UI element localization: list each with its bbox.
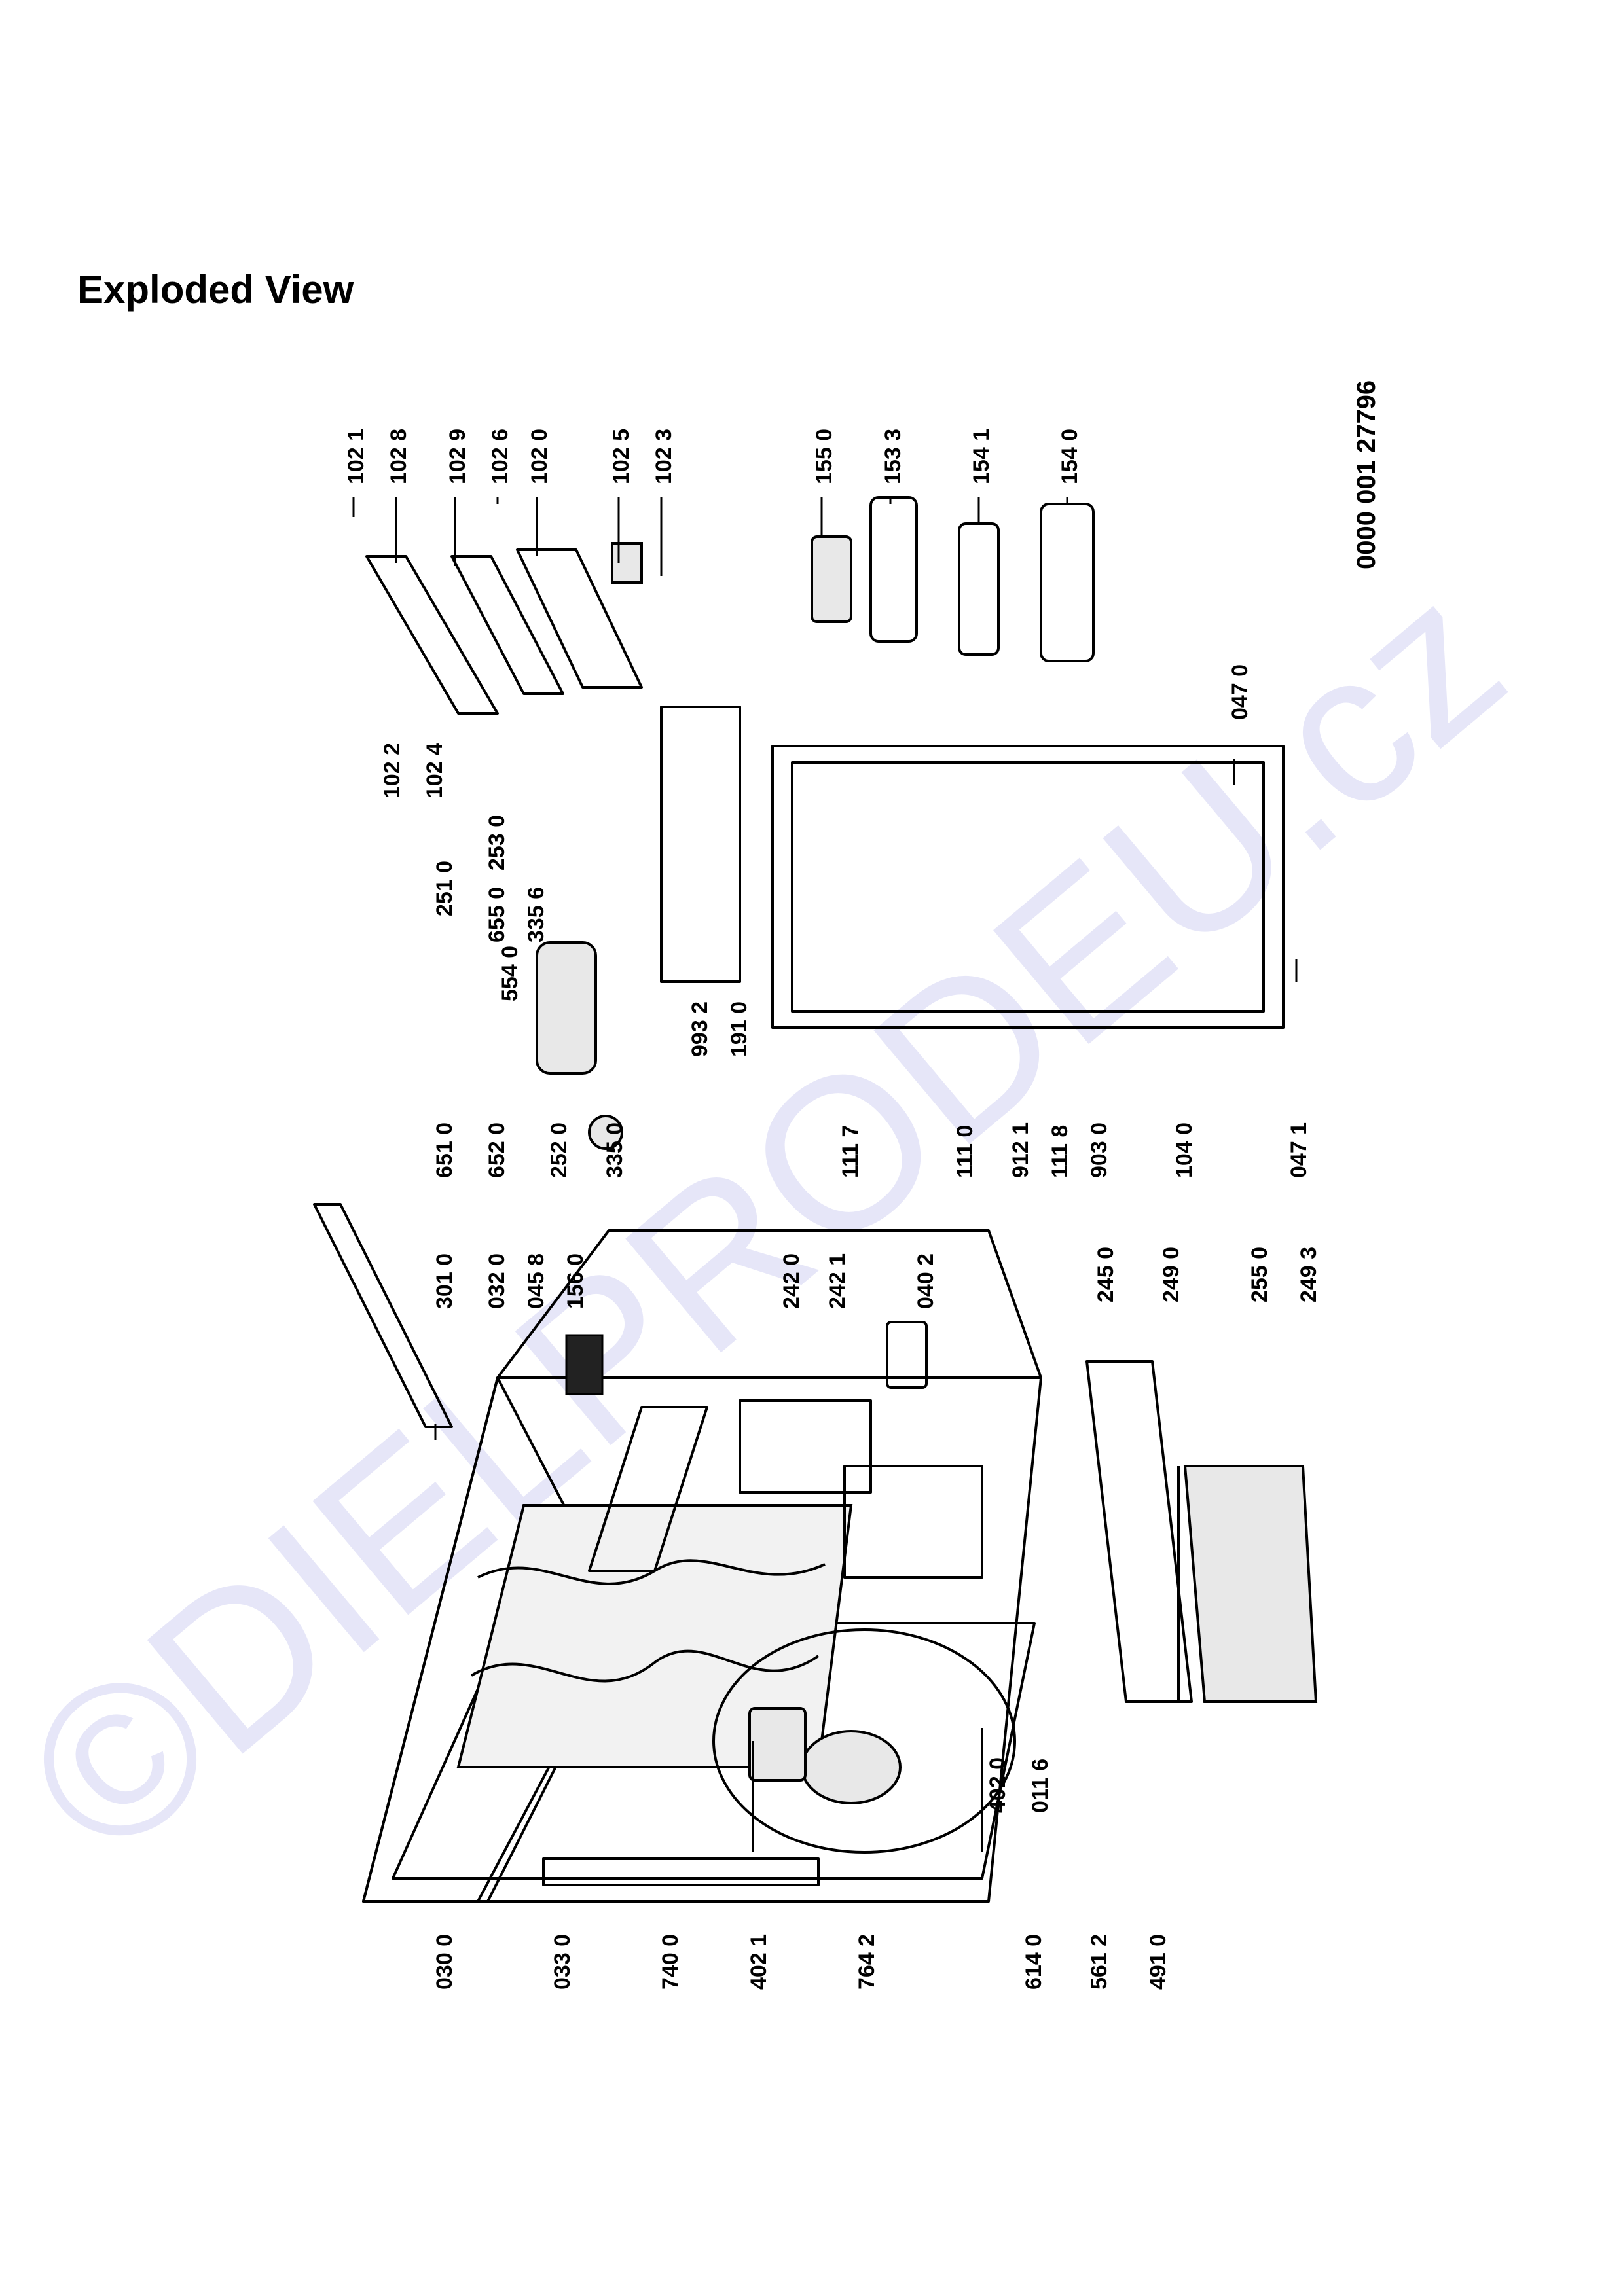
part-label: 249 0 [1159, 1247, 1184, 1302]
drawing-number: 0000 001 27796 [1352, 380, 1381, 569]
part-label: 245 0 [1093, 1247, 1118, 1302]
part-label: 102 0 [527, 429, 552, 484]
part-label: 655 0 [484, 887, 509, 942]
door-drawing [660, 706, 1285, 1029]
part-label: 491 0 [1146, 1934, 1171, 1990]
part-label: 111 8 [1048, 1125, 1072, 1178]
part-label: 102 1 [344, 429, 369, 484]
part-label: 102 2 [380, 743, 405, 798]
part-label: 191 0 [727, 1001, 752, 1057]
part-label: 047 1 [1286, 1122, 1311, 1178]
part-label: 740 0 [658, 1934, 683, 1990]
part-label: 154 0 [1057, 429, 1082, 484]
part-label: 554 0 [498, 946, 522, 1001]
page-title: Exploded View [77, 268, 354, 312]
part-label: 255 0 [1247, 1247, 1272, 1302]
part-label: 251 0 [432, 861, 457, 916]
door-shelves-drawing [811, 496, 1095, 662]
part-label: 253 0 [484, 815, 509, 870]
leader-lines [352, 497, 1298, 1852]
part-label: 561 2 [1087, 1934, 1112, 1990]
part-label: 614 0 [1021, 1934, 1046, 1990]
part-label: 242 1 [825, 1253, 850, 1309]
cabinet-drawing [362, 1229, 1042, 1903]
control-box-drawing [536, 941, 597, 1075]
part-label: 040 2 [913, 1253, 938, 1309]
part-label: 102 6 [488, 429, 513, 484]
knob-drawing [588, 1115, 623, 1150]
part-label: 301 0 [432, 1253, 457, 1309]
part-label: 153 3 [881, 429, 905, 484]
part-label: 252 0 [547, 1122, 572, 1178]
part-label: 030 0 [432, 1934, 457, 1990]
part-label: 111 7 [838, 1125, 863, 1178]
part-label: 651 0 [432, 1122, 457, 1178]
part-label: 102 9 [445, 429, 470, 484]
part-label: 102 4 [422, 743, 447, 798]
part-labels: 102 1 102 8 102 9 102 6 102 0 102 5 102 … [344, 429, 1321, 1990]
part-label: 155 0 [812, 429, 837, 484]
part-label: 764 2 [854, 1934, 879, 1990]
part-label: 912 1 [1008, 1122, 1033, 1178]
part-label: 102 5 [609, 429, 634, 484]
part-label: 011 6 [1028, 1759, 1053, 1813]
part-label: 104 0 [1172, 1122, 1197, 1178]
wire-shelf-drawing [1085, 1360, 1193, 1703]
part-label: 156 0 [563, 1253, 588, 1309]
part-label: 402 0 [985, 1757, 1010, 1813]
part-label: 033 0 [550, 1934, 575, 1990]
part-label: 047 0 [1228, 664, 1252, 720]
glass-shelf-drawing [1183, 1465, 1318, 1703]
part-label: 903 0 [1087, 1122, 1112, 1178]
part-label: 102 8 [386, 429, 411, 484]
part-label: 032 0 [484, 1253, 509, 1309]
part-label: 335 0 [602, 1122, 627, 1178]
part-label: 102 3 [651, 429, 676, 484]
freezer-door-drawing [365, 542, 643, 715]
part-label: 242 0 [779, 1253, 804, 1309]
part-label: 154 1 [969, 429, 994, 484]
cover-strip-drawing [313, 1203, 453, 1428]
part-label: 652 0 [484, 1122, 509, 1178]
part-label: 402 1 [746, 1934, 771, 1990]
part-label: 993 2 [687, 1001, 712, 1057]
part-label: 335 6 [524, 887, 549, 942]
part-label: 249 3 [1296, 1247, 1321, 1302]
part-label: 111 0 [953, 1125, 977, 1178]
part-label: 045 8 [524, 1253, 549, 1309]
